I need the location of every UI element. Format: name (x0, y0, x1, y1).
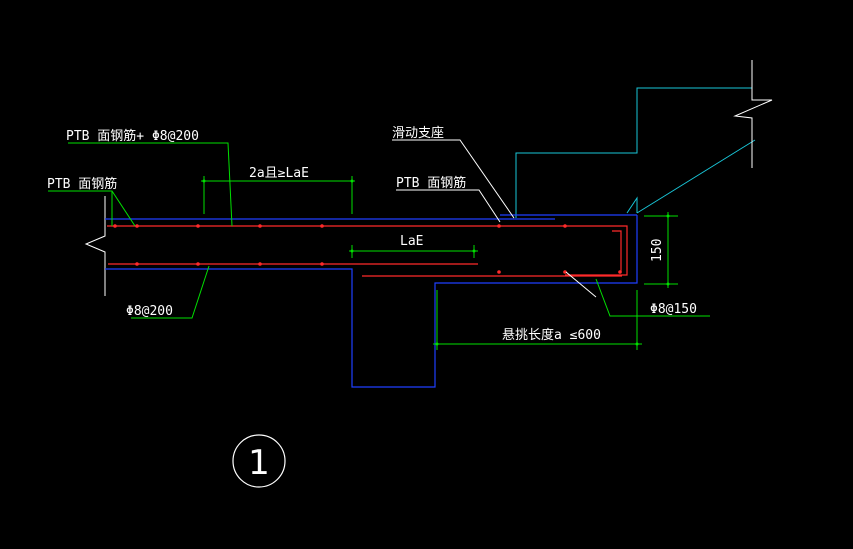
right-rebar-label: Φ8@150 (650, 302, 697, 317)
sliding-support-leader (392, 139, 515, 219)
leader-lines (48, 142, 710, 350)
bottom-rebar-label: Φ8@200 (126, 304, 173, 319)
annotation-leaders (392, 139, 597, 298)
left-break-line (84, 196, 106, 296)
reinforcement (107, 225, 628, 277)
ptb-left-label: PTB 面钢筋 (47, 176, 117, 192)
cantilever-leader (565, 271, 597, 298)
detail-number: 1 (248, 443, 270, 483)
top-rebar (107, 225, 628, 276)
sliding-support-label: 滑动支座 (392, 126, 444, 141)
concrete-outline (105, 214, 638, 388)
rebar-dots (113, 224, 622, 274)
detail-number-bubble: 1 (232, 434, 286, 488)
end-hook (612, 230, 622, 272)
dimension-ticks (202, 179, 670, 346)
right-break-line (733, 60, 773, 168)
dim-2a-label: 2a且≥LaE (249, 166, 309, 181)
cantilever-length-label: 悬挑长度a ≤600 (502, 327, 601, 343)
ptb-mid-label: PTB 面钢筋 (396, 175, 466, 191)
existing-structure (515, 87, 756, 218)
ptb-mid-leader (396, 189, 501, 223)
dim-150-label: 150 (650, 239, 665, 262)
break-lines (84, 60, 773, 296)
dim-lae-label: LaE (400, 234, 423, 249)
ptb-top-left-combo-label: PTB 面钢筋+ Φ8@200 (66, 128, 199, 144)
